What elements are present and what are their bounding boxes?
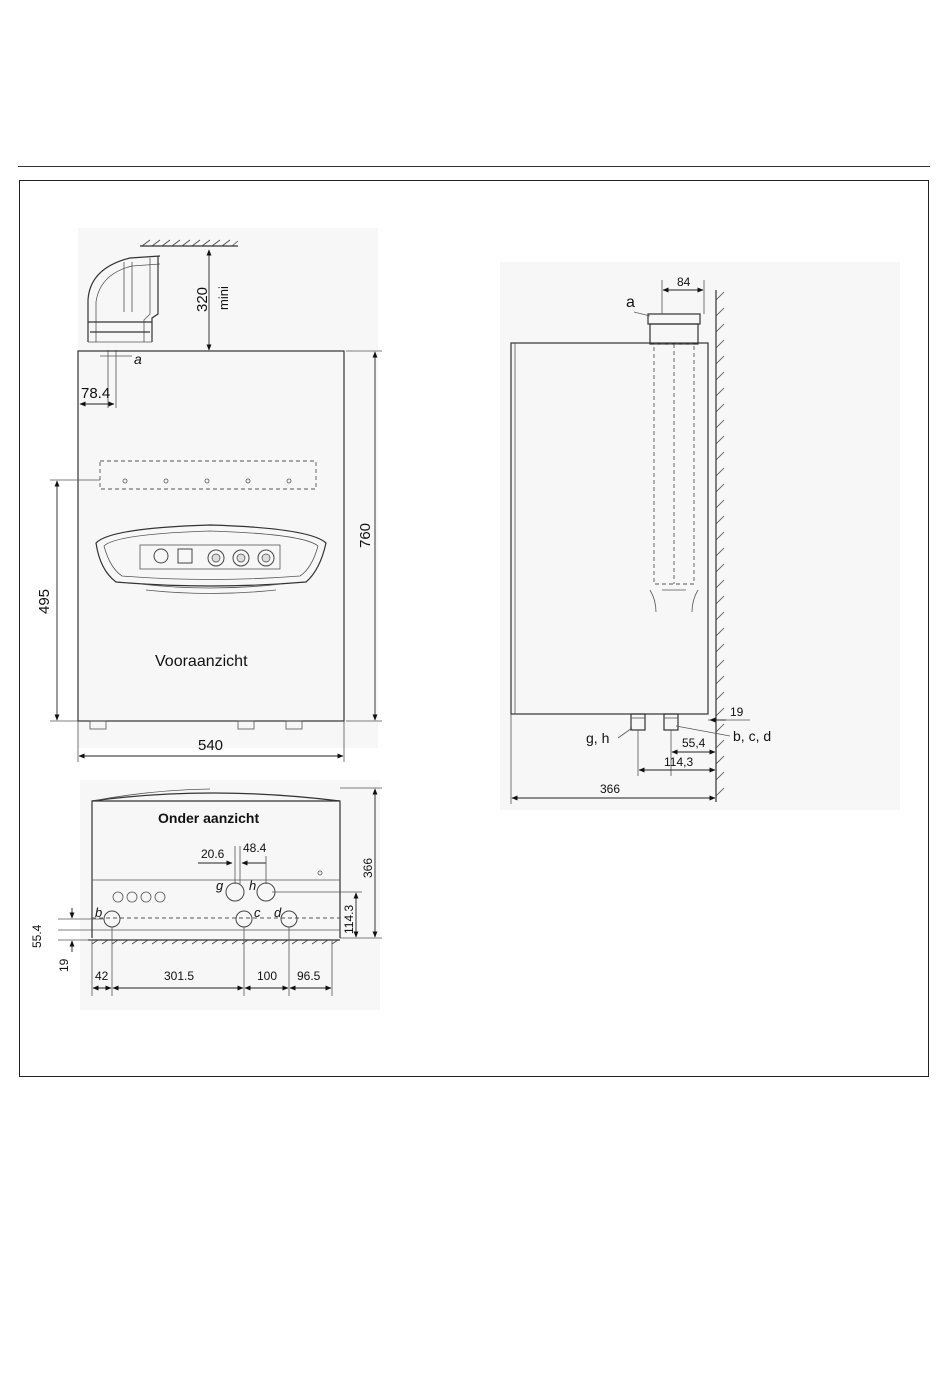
dim-bcd-offset: 55,4 bbox=[682, 736, 706, 750]
dim-height: 760 bbox=[357, 523, 374, 548]
dim-c-d: 100 bbox=[257, 969, 277, 983]
dim-gh-spacing-2: 48.4 bbox=[243, 841, 267, 855]
label-flue-front: a bbox=[134, 351, 142, 367]
bottom-view-caption: Onder aanzicht bbox=[158, 810, 259, 826]
label-c: c bbox=[254, 905, 261, 920]
dim-gh-spacing: 20.6 bbox=[201, 847, 225, 861]
label-flue-side: a bbox=[626, 294, 635, 311]
dim-b-c: 301.5 bbox=[164, 969, 194, 983]
dim-width: 540 bbox=[198, 737, 223, 754]
dim-flue-offset: 78.4 bbox=[81, 385, 110, 402]
bottom-view: Onder aanzicht g h b c d bbox=[30, 780, 382, 1010]
label-d: d bbox=[274, 905, 282, 920]
dim-bracket-height: 495 bbox=[36, 589, 53, 614]
dim-gh-offset: 114,3 bbox=[664, 755, 693, 769]
dim-clearance-note: mini bbox=[216, 286, 231, 310]
dim-right: 96.5 bbox=[297, 969, 321, 983]
dim-flue-width: 84 bbox=[677, 275, 691, 289]
label-b: b bbox=[95, 905, 102, 920]
dim-depth-bottom: 366 bbox=[361, 858, 375, 878]
front-view: 320 mini a 78.4 bbox=[36, 228, 382, 762]
label-g: g bbox=[216, 878, 224, 893]
dim-pipe-height: 114.3 bbox=[342, 905, 356, 934]
label-h: h bbox=[249, 878, 256, 893]
dim-wall-gap: 19 bbox=[730, 705, 744, 719]
dim-depth-side: 366 bbox=[600, 782, 620, 796]
front-view-caption: Vooraanzicht bbox=[155, 653, 248, 670]
side-view: a 84 g, h b, c, d 19 55,4 114,3 366 bbox=[500, 262, 900, 810]
dim-row-offset: 55.4 bbox=[30, 924, 44, 948]
dim-left: 42 bbox=[95, 969, 109, 983]
label-gh: g, h bbox=[586, 730, 609, 746]
dim-clearance: 320 bbox=[194, 287, 211, 312]
dim-base: 19 bbox=[57, 958, 71, 972]
label-bcd: b, c, d bbox=[733, 728, 771, 744]
